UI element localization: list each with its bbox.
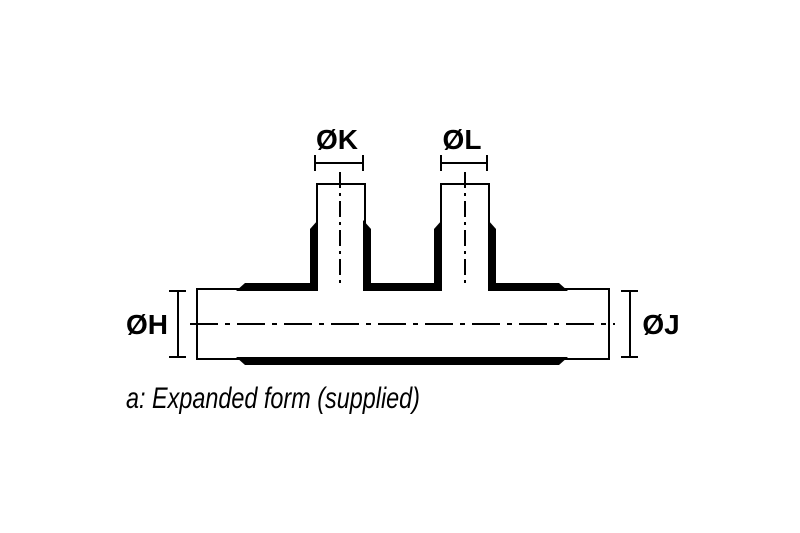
- dimension-line-ol: [441, 162, 488, 164]
- dimension-label-oj: ØJ: [642, 309, 680, 340]
- branch-left-flared-wall-right: [363, 220, 371, 291]
- dimension-tick: [362, 155, 364, 171]
- centerline-branch-right: [464, 172, 466, 284]
- branch-left-flared-wall-left: [310, 220, 318, 291]
- expanded-wall-top-middle-segment: [365, 283, 440, 291]
- branch-stub-left-outline: [316, 183, 366, 290]
- expanded-wall-top-right-segment: [489, 283, 568, 291]
- branch-right-flared-wall-right: [488, 220, 496, 291]
- dimension-tick: [440, 155, 442, 171]
- dimension-tick: [621, 290, 638, 292]
- expanded-wall-bottom-segment: [236, 357, 568, 365]
- dimension-tick: [169, 290, 186, 292]
- dimension-tick: [621, 356, 638, 358]
- dimension-line-oh: [177, 291, 179, 358]
- dimension-tick: [486, 155, 488, 171]
- figure-caption: a: Expanded form (supplied): [126, 382, 420, 415]
- expanded-wall-top-left-segment: [236, 283, 316, 291]
- dimension-label-ok: ØK: [316, 124, 358, 155]
- branch-right-flared-wall-left: [434, 220, 442, 291]
- centerline-main-bore: [190, 323, 615, 325]
- dimension-line-ok: [315, 162, 364, 164]
- dimension-tick: [169, 356, 186, 358]
- centerline-branch-left: [339, 172, 341, 284]
- dimension-tick: [314, 155, 316, 171]
- dimension-label-oh: ØH: [126, 309, 168, 340]
- dimension-line-oj: [629, 291, 631, 358]
- dimension-label-ol: ØL: [442, 124, 482, 155]
